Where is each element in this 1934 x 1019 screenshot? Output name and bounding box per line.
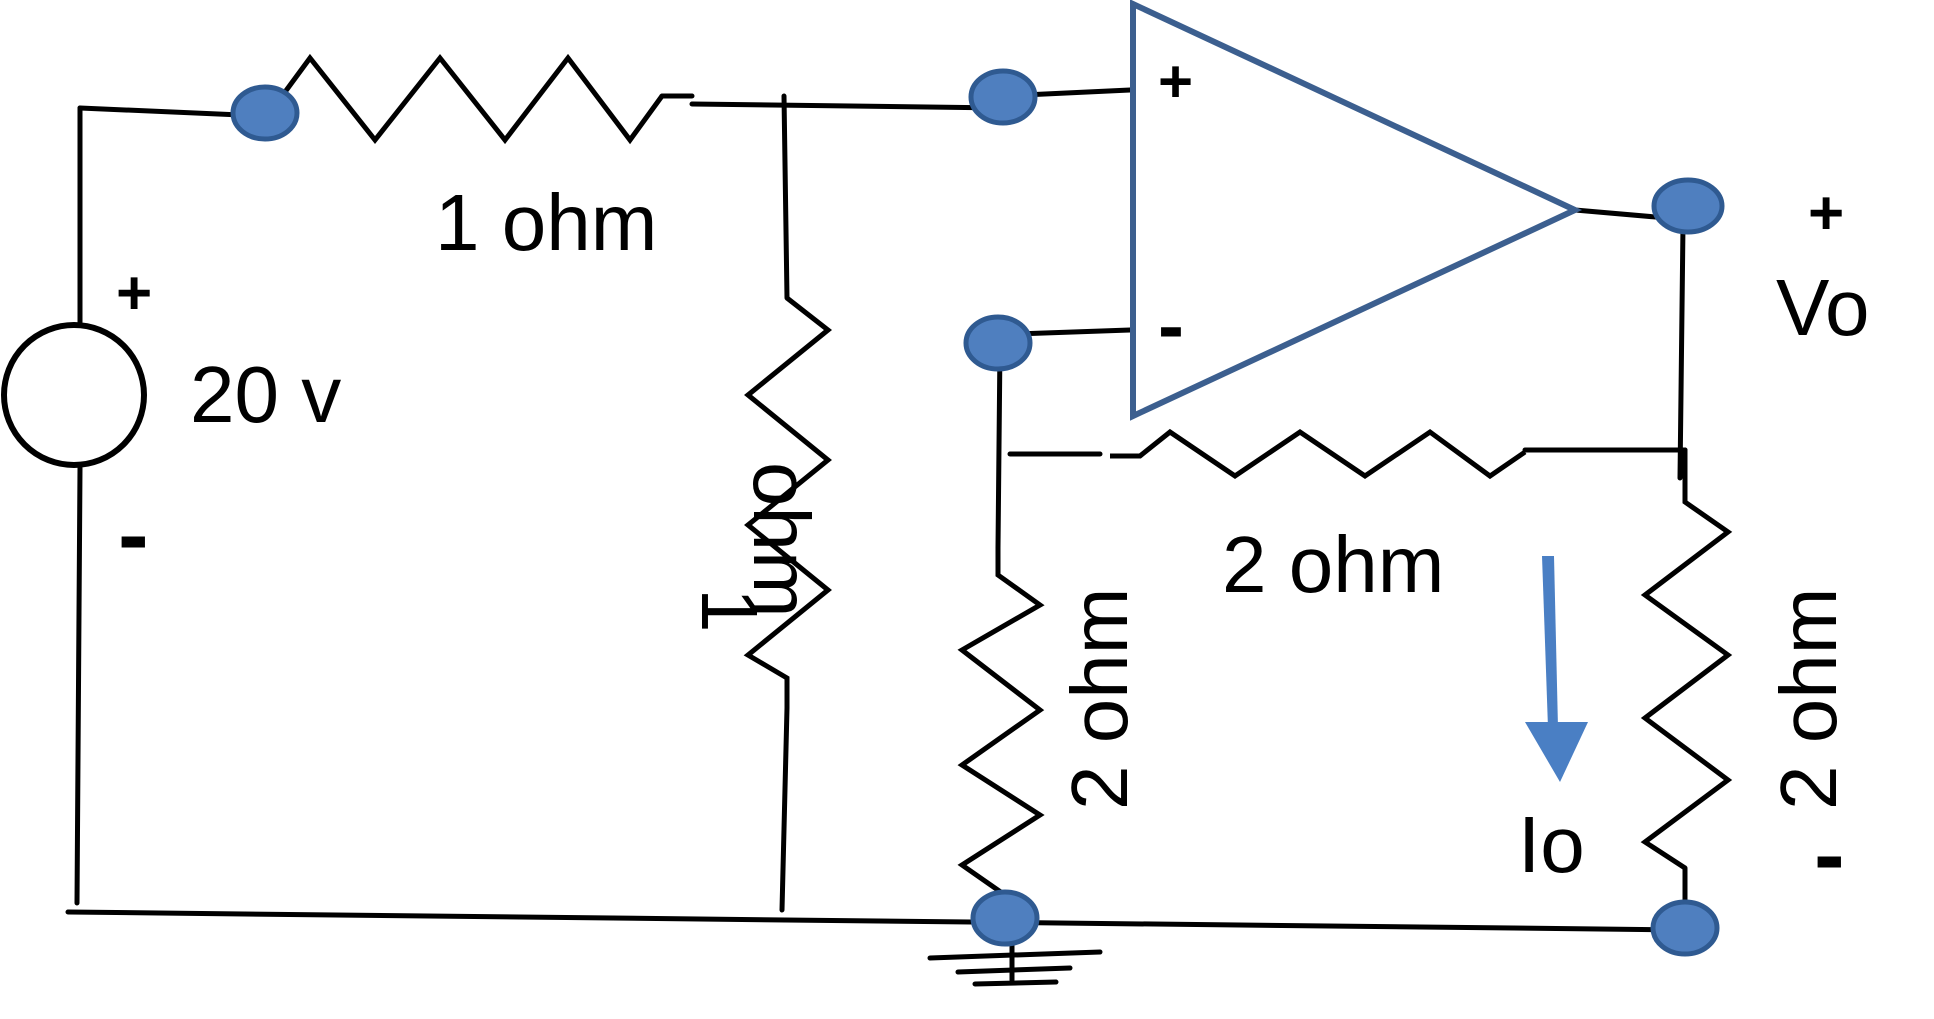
wire-top-right: [689, 101, 1006, 111]
terminal-inverting: [963, 314, 1033, 372]
terminal-ground: [970, 889, 1040, 947]
ground-line-1: [927, 949, 1103, 961]
source-voltage-label: 20 v: [190, 350, 341, 439]
wire-shunt-bottom: [779, 705, 790, 913]
resistors: [282, 53, 1733, 913]
opamp-noninverting-sign: +: [1158, 48, 1193, 115]
wire-inverting-down: [995, 342, 1003, 551]
current-label: Io: [1518, 800, 1585, 889]
output-voltage-label: Vo: [1776, 263, 1869, 352]
voltage-source-circle: [1, 322, 147, 468]
resistor-load: [1640, 478, 1733, 871]
opamp-inverting-sign: -: [1158, 281, 1184, 369]
resistor-feedback: [1110, 428, 1527, 480]
wire-output-down: [1677, 222, 1686, 481]
wire-source-bottom: [74, 465, 83, 906]
resistor-series-top: [282, 53, 665, 145]
label-shunt-number: 1: [685, 588, 774, 633]
ground-line-3: [972, 979, 1059, 987]
source-plus-sign: +: [116, 259, 152, 328]
terminal-input: [230, 84, 300, 142]
label-load: 2 ohm: [1764, 588, 1853, 810]
terminal-output: [1651, 177, 1725, 235]
label-series-top: 1 ohm: [435, 178, 657, 267]
wire-shunt-top: [781, 93, 790, 301]
terminal-load-bottom: [1650, 899, 1720, 957]
opamp-triangle: [1130, 0, 1583, 421]
label-inverting-ground: 2 ohm: [1055, 588, 1144, 810]
current-arrow-icon: [1525, 556, 1588, 782]
terminal-noninverting: [968, 68, 1038, 126]
label-feedback: 2 ohm: [1222, 520, 1444, 609]
resistor-inverting-ground: [957, 548, 1045, 913]
terminals: [230, 68, 1725, 957]
wires: [65, 87, 1693, 987]
label-shunt-unit: ohm: [737, 462, 826, 618]
wire-ground-bus: [65, 909, 1693, 933]
source-minus-sign: -: [118, 484, 149, 586]
resistor-shunt-1ohm: [743, 296, 833, 708]
output-plus-sign: +: [1808, 179, 1844, 248]
output-minus-sign: -: [1814, 804, 1845, 906]
